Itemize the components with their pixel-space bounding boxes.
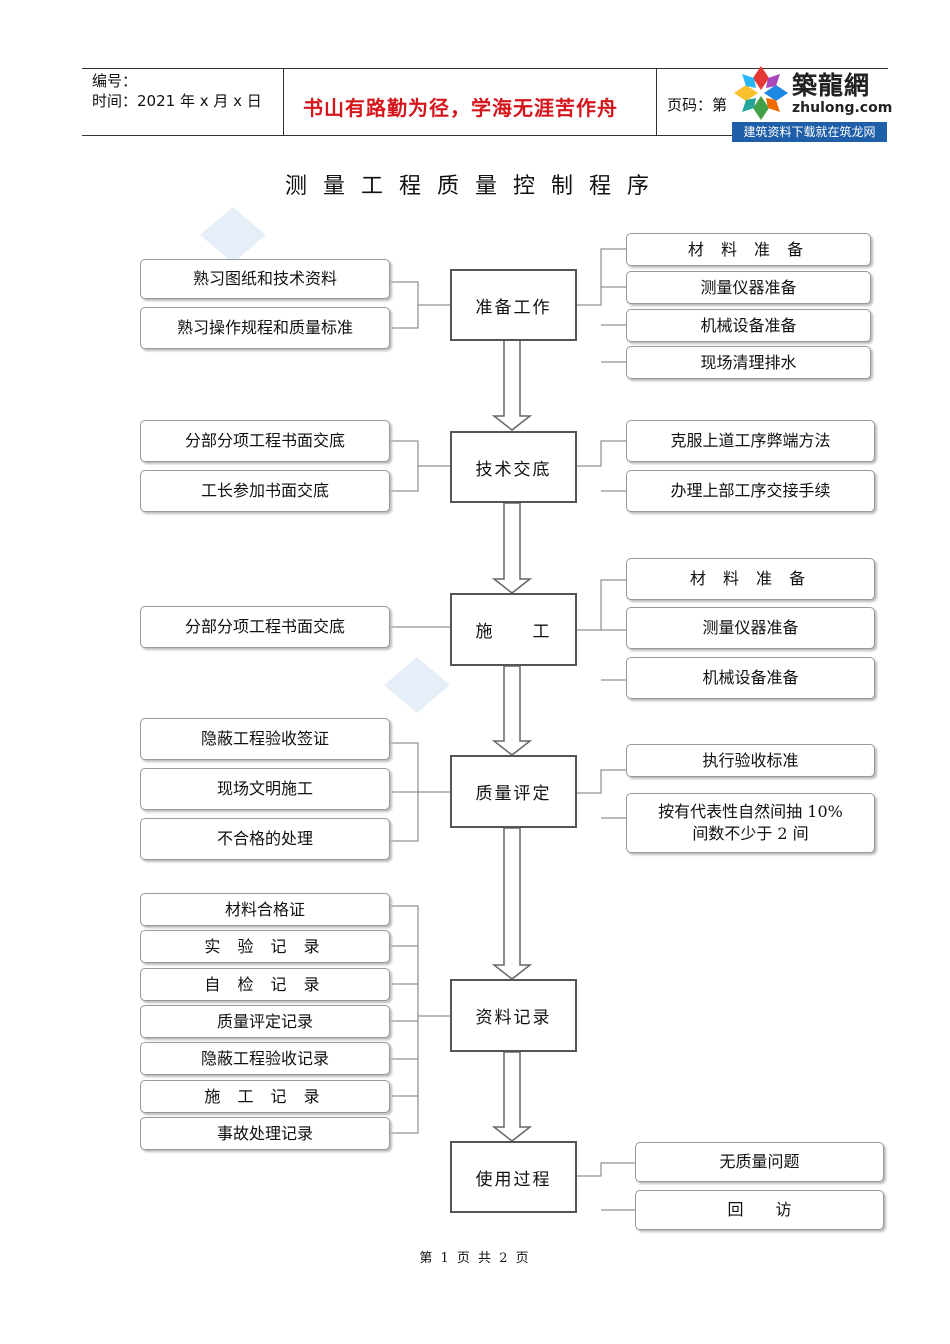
right-item-materials: 材 料 准 备	[626, 233, 871, 266]
left-item-material-certificate: 材料合格证	[140, 893, 390, 926]
left-item-foreman-briefing: 工长参加书面交底	[140, 470, 390, 512]
page-footer: 第 1 页 共 2 页	[0, 1247, 950, 1266]
document-number-label: 编号：	[92, 72, 138, 90]
right-item-instruments: 测量仪器准备	[626, 607, 875, 649]
left-item-accident-records: 事故处理记录	[140, 1117, 390, 1150]
logo-domain: zhulong.com	[792, 100, 893, 116]
footer-prefix: 第	[419, 1251, 435, 1266]
right-item-handover: 办理上部工序交接手续	[626, 470, 875, 512]
footer-total-pages: 2	[499, 1251, 510, 1266]
page-title: 测量工程质量控制程序	[284, 174, 665, 199]
watermark-icon	[200, 207, 266, 263]
right-item-materials: 材 料 准 备	[626, 558, 875, 600]
right-item-sampling: 按有代表性自然间抽 10% 间数不少于 2 间	[626, 793, 875, 853]
right-item-machinery: 机械设备准备	[626, 657, 875, 699]
left-item-civilized-site: 现场文明施工	[140, 768, 390, 810]
right-item-instruments: 测量仪器准备	[626, 271, 871, 304]
header-bottom-border	[82, 135, 732, 136]
logo-tagline: 建筑资料下载就在筑龙网	[732, 122, 887, 142]
stage-construction: 施 工	[450, 593, 577, 666]
page-number-label: 页码：第	[667, 96, 728, 114]
stage-preparation: 准备工作	[450, 269, 577, 341]
footer-suffix: 页	[515, 1251, 531, 1266]
sampling-line-2: 间数不少于 2 间	[692, 824, 809, 843]
stage-usage: 使用过程	[450, 1141, 577, 1213]
right-item-no-quality-issue: 无质量问题	[635, 1142, 884, 1182]
left-item-written-briefing: 分部分项工程书面交底	[140, 606, 390, 648]
left-item-quality-records: 质量评定记录	[140, 1005, 390, 1038]
left-item-nonconformance: 不合格的处理	[140, 818, 390, 860]
watermark-icon	[384, 657, 450, 713]
left-item-written-briefing: 分部分项工程书面交底	[140, 420, 390, 462]
left-item-concealed-records: 隐蔽工程验收记录	[140, 1042, 390, 1075]
left-item-test-records: 实 验 记 录	[140, 930, 390, 963]
right-item-acceptance-standard: 执行验收标准	[626, 744, 875, 777]
logo-chinese-name: 築龍網	[792, 71, 871, 100]
footer-middle: 页 共	[456, 1251, 494, 1266]
right-item-overcome-defects: 克服上道工序弊端方法	[626, 420, 875, 462]
right-item-revisit: 回 访	[635, 1190, 884, 1230]
stage-technical-briefing: 技术交底	[450, 431, 577, 503]
header-divider-right	[656, 68, 657, 136]
right-item-site-cleanup: 现场清理排水	[626, 346, 871, 379]
zhulong-logo: 築龍網 zhulong.com 建筑资料下载就在筑龙网	[732, 64, 892, 142]
left-item-drawings: 熟习图纸和技术资料	[140, 259, 390, 299]
left-item-concealed-works: 隐蔽工程验收签证	[140, 718, 390, 760]
snowflake-logo-icon	[734, 66, 788, 120]
right-item-machinery: 机械设备准备	[626, 309, 871, 342]
footer-page-number: 1	[440, 1251, 451, 1266]
sampling-line-1: 按有代表性自然间抽 10%	[658, 802, 843, 821]
left-item-construction-records: 施 工 记 录	[140, 1080, 390, 1113]
stage-quality-evaluation: 质量评定	[450, 755, 577, 828]
document-date-label: 时间：2021 年 x 月 x 日	[92, 92, 262, 110]
header-motto: 书山有路勤为径，学海无涯苦作舟	[303, 96, 618, 120]
stage-records: 资料记录	[450, 979, 577, 1052]
header-top-border	[82, 68, 888, 69]
left-item-procedures: 熟习操作规程和质量标准	[140, 307, 390, 349]
left-item-self-check-records: 自 检 记 录	[140, 968, 390, 1001]
header-divider-left	[283, 68, 284, 136]
